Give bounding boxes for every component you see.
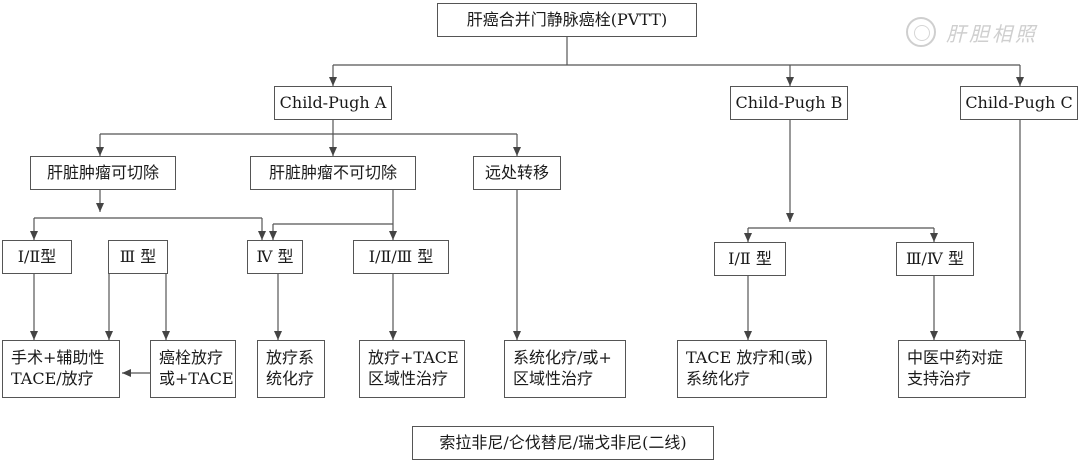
- a-type-1-2-3-node: Ⅰ/Ⅱ/Ⅲ 型: [353, 240, 449, 274]
- tace-radiotherapy-systemic-node: TACE 放疗和(或) 系统化疗: [677, 340, 827, 398]
- second-line-node: 索拉非尼/仑伐替尼/瑞戈非尼(二线): [412, 426, 714, 460]
- systemic-regional-node: 系统化疗/或+ 区域性治疗: [504, 340, 626, 398]
- b-type-1-2-node: Ⅰ/Ⅱ 型: [714, 242, 786, 276]
- watermark: 肝胆相照: [906, 14, 1066, 50]
- thrombus-radiotherapy-node: 癌栓放疗 或+TACE: [150, 340, 236, 398]
- radiotherapy-tace-node: 放疗+TACE 区域性治疗: [359, 340, 465, 398]
- metastasis-node: 远处转移: [473, 156, 561, 190]
- tcm-support-node: 中医中药对症 支持治疗: [898, 340, 1026, 398]
- radiotherapy-systemic-node: 放疗系 统化疗: [257, 340, 325, 398]
- a-type-4-node: Ⅳ 型: [247, 240, 303, 274]
- child-pugh-b-node: Child-Pugh B: [730, 86, 848, 120]
- watermark-text: 肝胆相照: [946, 21, 1038, 46]
- child-pugh-c-node: Child-Pugh C: [960, 86, 1078, 120]
- a-type-3-node: Ⅲ 型: [108, 240, 168, 274]
- resectable-node: 肝脏肿瘤可切除: [30, 156, 176, 190]
- a-type-1-2-node: Ⅰ/Ⅱ型: [2, 240, 72, 274]
- seal-logo-icon: [906, 17, 936, 47]
- b-type-3-4-node: Ⅲ/Ⅳ 型: [896, 242, 974, 276]
- unresectable-node: 肝脏肿瘤不可切除: [250, 156, 416, 190]
- root-node: 肝癌合并门静脉癌栓(PVTT): [437, 3, 697, 37]
- surgery-treatment-node: 手术+辅助性 TACE/放疗: [2, 340, 120, 398]
- child-pugh-a-node: Child-Pugh A: [274, 86, 392, 120]
